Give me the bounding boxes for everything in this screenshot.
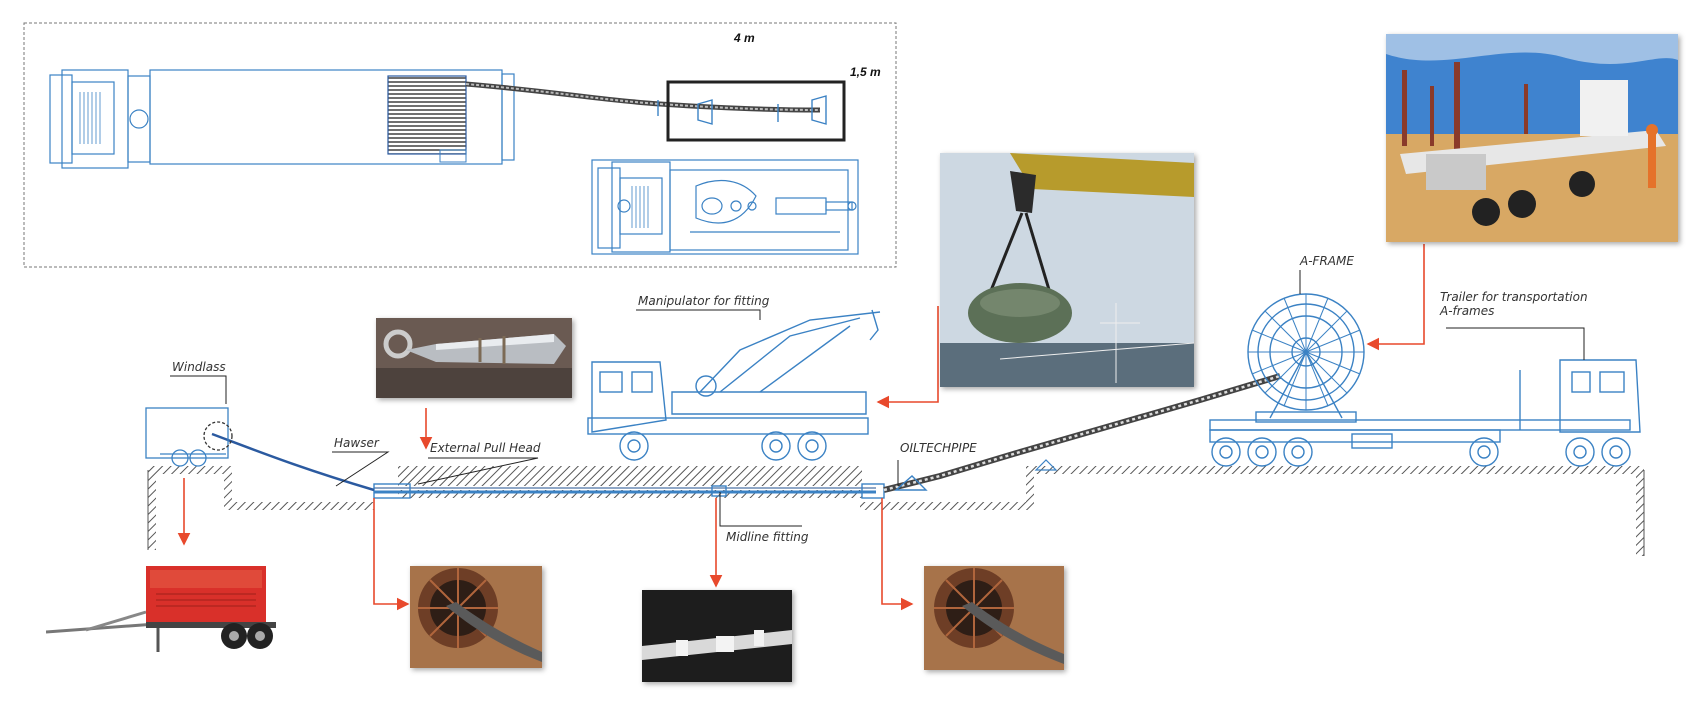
plan-dim-length: 4 m — [734, 31, 755, 45]
label-hawser: Hawser — [334, 436, 379, 450]
manipulator-truck-drawing — [587, 309, 881, 461]
pipe-entry-photo-icon — [410, 566, 542, 668]
plan-view — [23, 22, 897, 268]
label-midline-fitting: Midline fitting — [726, 530, 809, 544]
callout-leaders — [170, 270, 1585, 527]
label-windlass: Windlass — [172, 360, 226, 374]
windlass-generator-icon — [45, 560, 282, 662]
label-trailer-line1: Trailer for transportation — [1440, 290, 1588, 304]
ground-profile — [147, 466, 1645, 556]
label-oiltechpipe: OILTECHPIPE — [900, 441, 977, 455]
label-a-frame: A-FRAME — [1300, 254, 1354, 268]
photo-arrows — [177, 244, 1425, 611]
crane-photo-icon — [940, 153, 1194, 387]
label-manipulator: Manipulator for fitting — [638, 294, 770, 308]
label-trailer-line2: A-frames — [1440, 304, 1495, 318]
label-external-pull-head: External Pull Head — [430, 441, 541, 455]
midline-photo-icon — [642, 590, 792, 682]
pipeline — [211, 373, 1281, 499]
plan-dim-width: 1,5 m — [850, 65, 881, 79]
windlass-drawing — [145, 407, 233, 467]
pipe-exit-photo-icon — [924, 566, 1064, 670]
pull-head-photo-icon — [376, 318, 572, 398]
aframe-trailer-drawing — [1209, 293, 1641, 467]
trailer-photo-icon — [1386, 34, 1678, 242]
